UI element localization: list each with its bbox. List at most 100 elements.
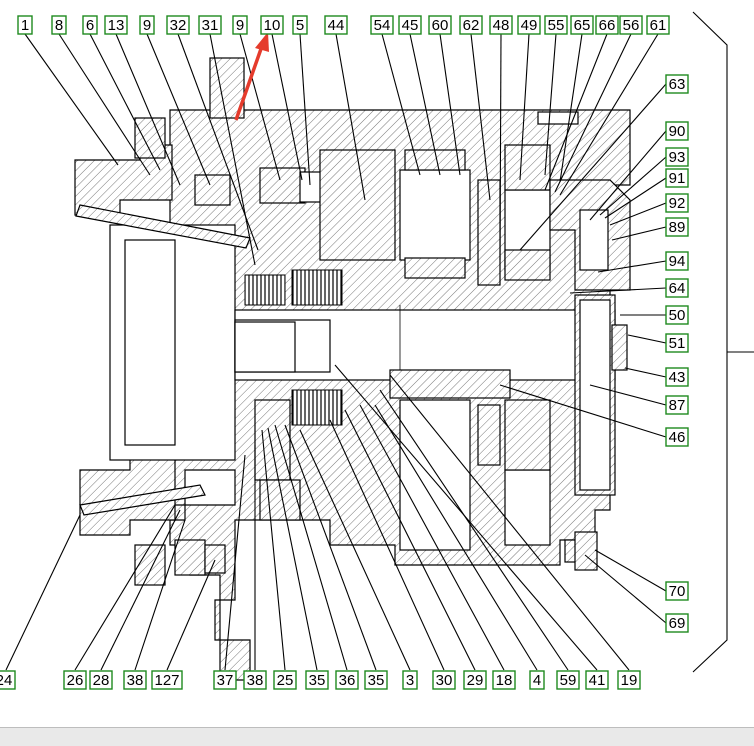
svg-text:30: 30 (436, 672, 453, 689)
svg-text:35: 35 (309, 672, 326, 689)
labels-bottom: 24 26 28 38 127 37 38 25 35 36 35 3 30 2… (0, 670, 641, 690)
part-label: 48 (489, 15, 513, 35)
part-label: 24 (0, 670, 16, 690)
part-label: 32 (166, 15, 190, 35)
part-label: 89 (665, 217, 689, 237)
part-label: 38 (123, 670, 147, 690)
part-label: 26 (63, 670, 87, 690)
svg-text:92: 92 (669, 195, 686, 212)
part-label: 9 (139, 15, 155, 35)
part-label: 50 (665, 305, 689, 325)
part-label: 61 (646, 15, 670, 35)
svg-text:61: 61 (650, 17, 667, 34)
part-label: 41 (585, 670, 609, 690)
part-label: 4 (529, 670, 545, 690)
svg-text:19: 19 (621, 672, 638, 689)
svg-text:50: 50 (669, 307, 686, 324)
svg-text:55: 55 (548, 17, 565, 34)
window-bottom-bar (0, 727, 754, 746)
part-label: 59 (556, 670, 580, 690)
housing-drawing (74, 11, 754, 681)
part-label: 45 (398, 15, 422, 35)
svg-text:127: 127 (154, 672, 179, 689)
part-label: 13 (104, 15, 128, 35)
svg-text:28: 28 (93, 672, 110, 689)
svg-text:70: 70 (669, 583, 686, 600)
part-label: 31 (198, 15, 222, 35)
svg-text:62: 62 (463, 17, 480, 34)
svg-text:41: 41 (589, 672, 606, 689)
svg-text:3: 3 (406, 672, 414, 689)
part-label: 63 (665, 74, 689, 94)
svg-text:48: 48 (493, 17, 510, 34)
part-label: 38 (243, 670, 267, 690)
part-label: 19 (617, 670, 641, 690)
svg-text:9: 9 (143, 17, 151, 34)
svg-text:36: 36 (339, 672, 356, 689)
svg-text:43: 43 (669, 369, 686, 386)
part-label: 44 (324, 15, 348, 35)
part-label: 87 (665, 395, 689, 415)
part-label: 69 (665, 613, 689, 633)
part-label: 37 (213, 670, 237, 690)
part-label: 54 (370, 15, 394, 35)
part-label: 36 (335, 670, 359, 690)
svg-text:5: 5 (296, 17, 304, 34)
part-label: 28 (89, 670, 113, 690)
part-label: 55 (544, 15, 568, 35)
svg-text:91: 91 (669, 170, 686, 187)
svg-text:4: 4 (533, 672, 541, 689)
svg-text:51: 51 (669, 335, 686, 352)
part-label: 6 (82, 15, 98, 35)
part-label: 90 (665, 121, 689, 141)
part-label: 62 (459, 15, 483, 35)
part-label: 49 (517, 15, 541, 35)
svg-text:9: 9 (236, 17, 244, 34)
leader-lines (5, 33, 667, 671)
labels-top: 1 8 6 13 9 32 31 9 10 5 44 54 45 60 62 4… (17, 15, 670, 35)
svg-text:1: 1 (21, 17, 29, 34)
red-arrow-icon (234, 32, 269, 121)
part-label: 25 (273, 670, 297, 690)
svg-text:6: 6 (86, 17, 94, 34)
part-label: 35 (364, 670, 388, 690)
svg-text:59: 59 (560, 672, 577, 689)
svg-text:25: 25 (277, 672, 294, 689)
part-label: 65 (570, 15, 594, 35)
svg-text:69: 69 (669, 615, 686, 632)
part-label: 18 (492, 670, 516, 690)
part-label: 35 (305, 670, 329, 690)
part-label: 46 (665, 427, 689, 447)
svg-text:24: 24 (0, 672, 12, 689)
part-label: 43 (665, 367, 689, 387)
part-label: 9 (232, 15, 248, 35)
svg-text:89: 89 (669, 219, 686, 236)
svg-text:45: 45 (402, 17, 419, 34)
part-label: 5 (292, 15, 308, 35)
part-label: 51 (665, 333, 689, 353)
svg-text:44: 44 (328, 17, 345, 34)
svg-text:13: 13 (108, 17, 125, 34)
svg-text:49: 49 (521, 17, 538, 34)
svg-text:54: 54 (374, 17, 391, 34)
svg-text:46: 46 (669, 429, 686, 446)
part-label: 3 (402, 670, 418, 690)
part-label: 56 (619, 15, 643, 35)
svg-text:63: 63 (669, 76, 686, 93)
part-label: 91 (665, 168, 689, 188)
part-label: 70 (665, 581, 689, 601)
svg-text:93: 93 (669, 149, 686, 166)
svg-text:65: 65 (574, 17, 591, 34)
labels-right: 63 90 93 91 92 89 94 64 50 51 43 87 46 7… (665, 74, 689, 633)
svg-text:87: 87 (669, 397, 686, 414)
svg-text:8: 8 (55, 17, 63, 34)
part-label: 8 (51, 15, 67, 35)
svg-text:29: 29 (467, 672, 484, 689)
part-label: 93 (665, 147, 689, 167)
part-label: 60 (428, 15, 452, 35)
svg-text:18: 18 (496, 672, 513, 689)
part-label: 1 (17, 15, 33, 35)
svg-text:56: 56 (623, 17, 640, 34)
part-label: 29 (463, 670, 487, 690)
